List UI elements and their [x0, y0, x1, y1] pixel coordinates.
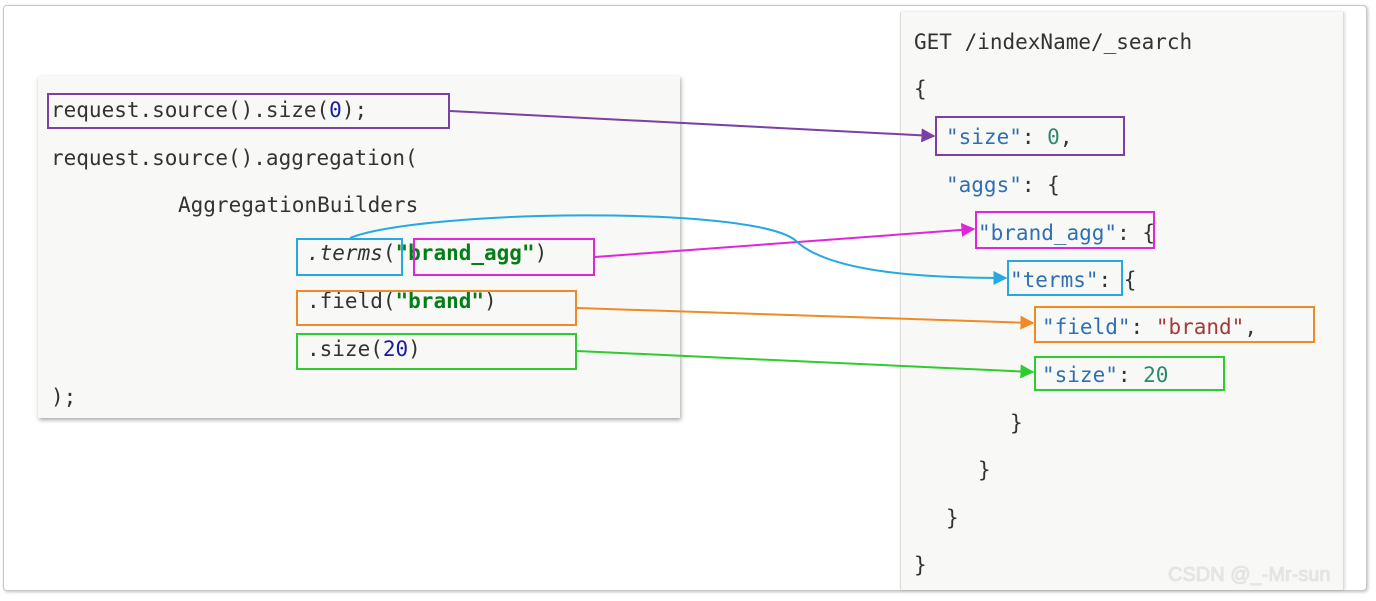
java-code-panel: request.source().size(0); request.source…	[38, 76, 680, 418]
java-line-end: );	[51, 385, 77, 409]
dsl-aggs-key: "aggs"	[946, 173, 1022, 197]
java-term-size-close: )	[408, 337, 421, 361]
dsl-size-highlight-box	[935, 116, 1125, 156]
java-field-highlight-box	[296, 290, 577, 326]
dsl-size-line: "size": 0,	[946, 122, 1072, 152]
agg-name-link-arrow	[594, 222, 976, 258]
java-line-size: request.source().size(0);	[51, 95, 367, 125]
java-size-number: 0	[329, 98, 342, 122]
dsl-close-brace-terms: }	[1010, 411, 1023, 435]
dsl-open-brace: {	[914, 77, 927, 101]
dsl-size-comma: ,	[1059, 125, 1073, 149]
java-term-size-call: .size(	[307, 337, 383, 361]
dsl-aggs-line: "aggs": {	[946, 170, 1060, 200]
dsl-size-colon: :	[1021, 125, 1048, 149]
java-field-close: )	[484, 289, 497, 313]
java-term-size-highlight-box	[296, 333, 577, 370]
java-field-call: .field(	[307, 289, 396, 313]
java-agg-name: "brand_agg"	[395, 241, 535, 265]
terms-link-arrow	[349, 214, 1008, 285]
dsl-terms-tail: : {	[1098, 268, 1137, 292]
watermark: CSDN @_-Mr-sun	[1168, 564, 1331, 586]
size-link-arrow	[449, 110, 936, 143]
dsl-term-size-value: 20	[1143, 363, 1169, 387]
java-size-call: request.source().size(	[51, 98, 330, 122]
dsl-field-colon: :	[1130, 315, 1156, 339]
java-field-value: "brand"	[395, 289, 485, 313]
java-line-builders: AggregationBuilders	[178, 193, 419, 217]
dsl-field-line: "field": "brand",	[1042, 312, 1257, 342]
dsl-aggs-tail: : {	[1021, 173, 1060, 197]
dsl-field-highlight-box	[1034, 306, 1315, 343]
java-agg-name-highlight-box	[413, 238, 595, 276]
term-size-link-arrow	[576, 350, 1035, 379]
dsl-terms-highlight-box	[1007, 260, 1123, 296]
dsl-term-size-key: "size"	[1042, 363, 1118, 387]
dsl-close-brace-root: }	[914, 553, 927, 577]
java-size-highlight-box	[47, 93, 450, 129]
java-line-terms: .terms("brand_agg")	[307, 238, 547, 268]
dsl-close-brace-agg: }	[978, 458, 991, 482]
dsl-close-brace-aggs: }	[946, 506, 959, 530]
dsl-size-value: 0	[1047, 125, 1060, 149]
dsl-term-size-colon: :	[1117, 363, 1144, 387]
dsl-field-key: "field"	[1042, 315, 1131, 339]
java-terms-close: )	[534, 241, 548, 265]
dsl-field-comma: ,	[1244, 315, 1257, 339]
java-line-aggregation: request.source().aggregation(	[51, 146, 418, 170]
java-terms-call: .terms	[307, 241, 383, 265]
java-size-close: );	[341, 98, 368, 122]
dsl-term-size-highlight-box	[1034, 356, 1225, 391]
java-line-field: .field("brand")	[307, 286, 497, 316]
java-term-size-number: 20	[382, 337, 409, 361]
java-line-term-size: .size(20)	[307, 334, 421, 364]
dsl-agg-name: "brand_agg"	[978, 221, 1118, 245]
dsl-term-size-line: "size": 20	[1042, 360, 1168, 390]
dsl-agg-name-highlight-box	[975, 211, 1155, 249]
dsl-terms-line: "terms": {	[1010, 265, 1136, 295]
java-terms-open: (	[382, 241, 396, 265]
java-terms-highlight-box	[296, 238, 403, 276]
field-link-arrow	[576, 307, 1035, 330]
dsl-size-key: "size"	[946, 125, 1022, 149]
dsl-terms-key: "terms"	[1010, 268, 1099, 292]
dsl-code-panel: GET /indexName/_search { "size": 0, "agg…	[900, 12, 1344, 590]
dsl-field-value: "brand"	[1155, 315, 1245, 339]
dsl-agg-tail: : {	[1117, 221, 1156, 245]
dsl-agg-name-line: "brand_agg": {	[978, 218, 1155, 248]
dsl-request-line: GET /indexName/_search	[914, 30, 1193, 54]
